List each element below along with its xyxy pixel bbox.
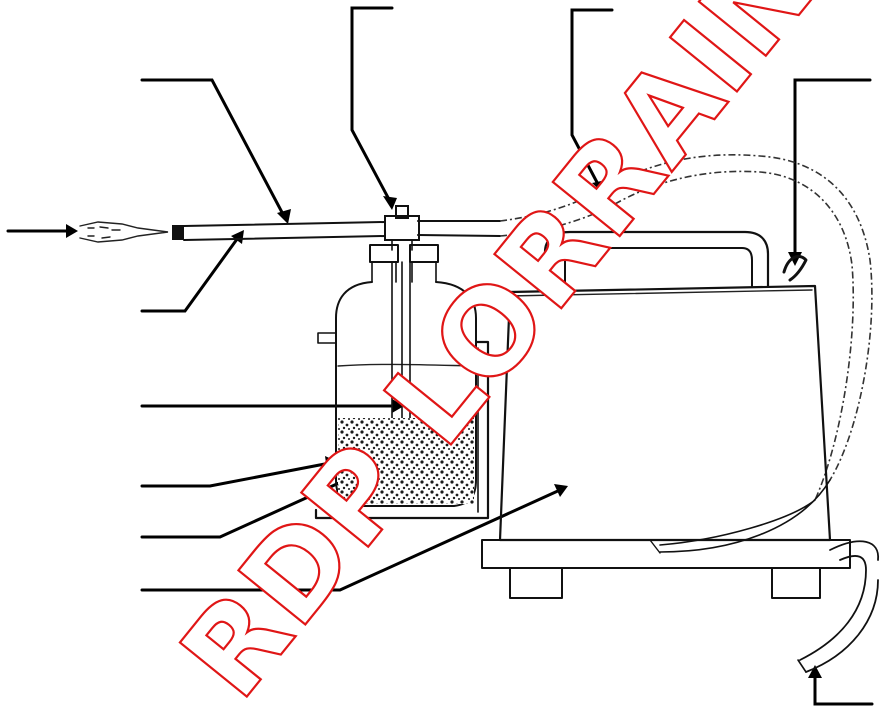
leader-tubing <box>570 8 614 190</box>
watermark: RDP LORRAINE <box>153 0 880 711</box>
leader-bottle <box>140 461 332 488</box>
leader-fluid-level-arrowhead <box>392 399 404 413</box>
leader-sediment <box>140 476 352 539</box>
leader-connector-arrowhead <box>231 230 244 244</box>
leader-catheter <box>140 78 287 220</box>
leader-connector <box>140 233 242 313</box>
pump-unit <box>481 230 851 599</box>
leader-valve <box>350 6 394 207</box>
suction-nozzle <box>79 221 184 243</box>
leader-pump <box>140 488 562 592</box>
leader-pump-arrowhead <box>554 484 568 497</box>
callout-leaders <box>6 6 874 706</box>
leader-inflow-arrowhead <box>66 224 78 238</box>
leader-valve-arrowhead <box>383 196 397 210</box>
exhaust-tube <box>797 540 879 673</box>
leader-tubing-arrowhead <box>592 180 606 194</box>
leader-bottle-arrowhead <box>325 456 338 470</box>
sediment-layer <box>338 418 474 504</box>
bottle-stand <box>314 340 490 520</box>
t-valve <box>384 205 420 251</box>
leader-catheter-arrowhead <box>277 209 291 224</box>
connecting-hose <box>499 154 873 554</box>
rigid-tube <box>183 220 501 241</box>
leader-outlet <box>793 78 872 260</box>
leader-exhaust <box>813 671 874 706</box>
watermark-text: RDP LORRAINE <box>155 0 880 711</box>
collection-bottle <box>317 244 477 507</box>
leader-exhaust-arrowhead <box>808 665 822 678</box>
